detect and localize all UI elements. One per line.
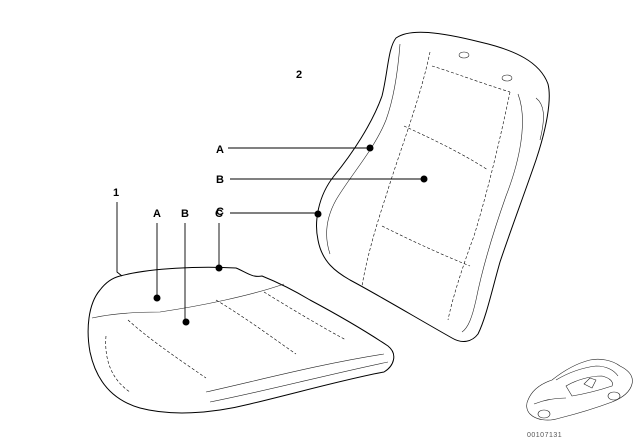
- cushion-seam-2: [215, 299, 297, 355]
- headrest-hole-right: [501, 74, 513, 82]
- part-number-cushion: 1: [113, 187, 119, 199]
- car-window-line: [565, 375, 613, 397]
- cushion-callout-a-dot: [153, 294, 161, 302]
- cushion-front-bolster-lower: [209, 361, 389, 403]
- cushion-seam-1: [127, 319, 207, 379]
- cushion-front-bolster: [205, 353, 385, 393]
- backrest-callout-a-dot: [366, 144, 374, 152]
- car-roof-line: [555, 365, 619, 381]
- backrest-horizontal-seam-2: [381, 225, 471, 267]
- backrest-top-seam: [431, 65, 511, 93]
- cushion-seam-4: [105, 335, 131, 393]
- backrest-center-right-seam: [447, 91, 511, 321]
- car-seat-highlight: [583, 377, 597, 389]
- car-thumbnail: [526, 358, 633, 421]
- cushion-callout-b-label: B: [181, 208, 189, 220]
- car-front-wheel: [537, 409, 551, 419]
- backrest-outline: [316, 31, 550, 342]
- cushion-callout-a-label: A: [153, 208, 161, 220]
- cushion-seam-3: [263, 291, 347, 341]
- car-rear-wheel: [607, 391, 621, 401]
- car-body-outline: [526, 358, 633, 421]
- car-hood-line: [533, 397, 567, 405]
- part-number-backrest: 2: [296, 69, 302, 81]
- cushion-illustration: [87, 266, 395, 414]
- backrest-callout-c-dot: [314, 210, 322, 218]
- cushion-left-bolster: [91, 283, 285, 319]
- cushion-outline: [87, 266, 395, 414]
- backrest-horizontal-seam-1: [403, 125, 489, 171]
- cushion-part-leader: [116, 202, 123, 277]
- cushion-callout-b-dot: [182, 318, 190, 326]
- headrest-hole-left: [458, 51, 470, 59]
- cushion-callout-c-label: C: [215, 208, 223, 220]
- backrest-callout-c-label: C: [216, 206, 224, 218]
- backrest-callout-b-dot: [420, 175, 428, 183]
- backrest-callout-b-label: B: [216, 174, 224, 186]
- cushion-callout-c-dot: [215, 264, 223, 272]
- backrest-left-bolster: [326, 43, 401, 255]
- backrest-side-edge: [535, 97, 544, 141]
- backrest-side-panel: [461, 93, 523, 333]
- backrest-illustration: [316, 31, 550, 342]
- backrest-callout-a-label: A: [216, 144, 224, 156]
- backrest-center-left-seam: [361, 51, 431, 287]
- document-number: 00107131: [527, 432, 562, 439]
